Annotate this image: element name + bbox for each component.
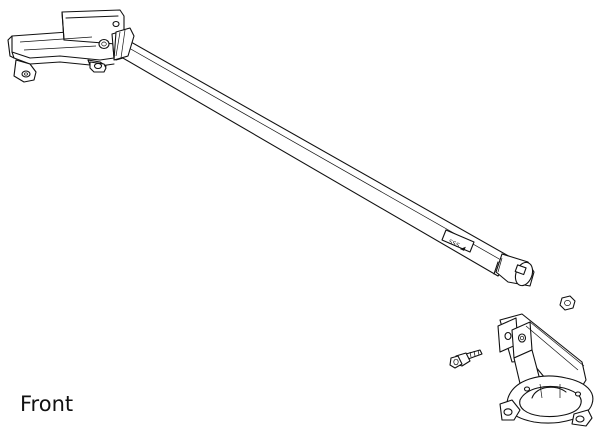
nut [559,295,576,311]
bolt [449,349,483,369]
strut-rod [113,27,535,287]
left-bracket [7,9,133,83]
right-bracket [497,313,594,427]
view-caption: Front [20,392,74,416]
